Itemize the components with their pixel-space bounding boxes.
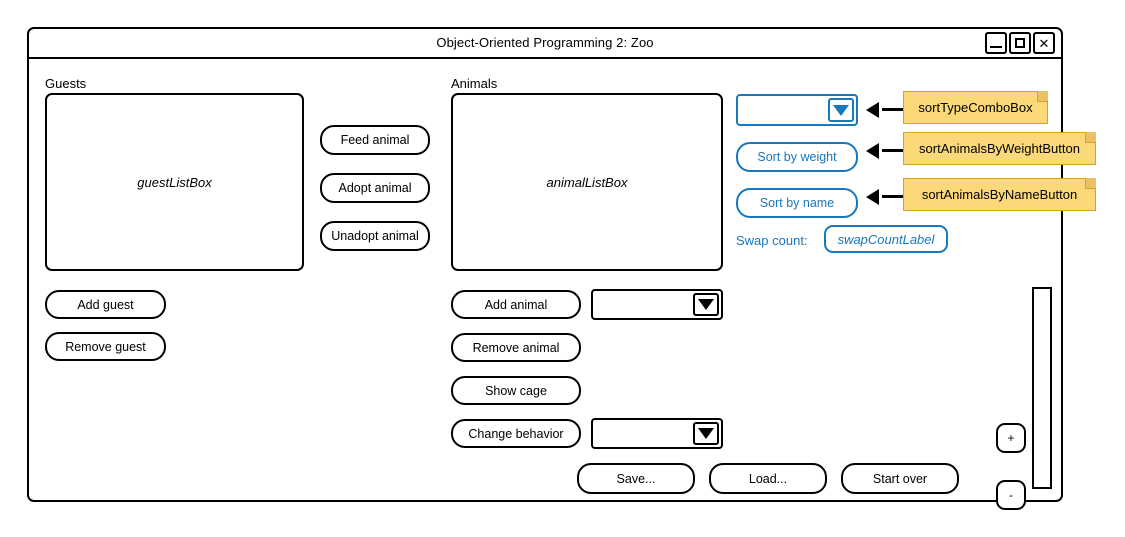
note-fold-corner xyxy=(1085,132,1096,143)
show-cage-button[interactable]: Show cage xyxy=(451,376,581,405)
chevron-down-icon xyxy=(833,104,849,116)
animal-list-box[interactable]: animalListBox xyxy=(451,93,723,271)
unadopt-animal-button[interactable]: Unadopt animal xyxy=(320,221,430,251)
annotation-sort-type-combobox: sortTypeComboBox xyxy=(903,91,1048,124)
animals-section-label: Animals xyxy=(451,76,498,91)
add-guest-button[interactable]: Add guest xyxy=(45,290,166,319)
remove-animal-button[interactable]: Remove animal xyxy=(451,333,581,362)
zoom-in-button[interactable]: + xyxy=(996,423,1026,453)
minimize-icon xyxy=(990,46,1002,48)
maximize-icon xyxy=(1015,38,1025,48)
remove-guest-button[interactable]: Remove guest xyxy=(45,332,166,361)
save-button[interactable]: Save... xyxy=(577,463,695,494)
add-animal-dropdown-arrow[interactable] xyxy=(693,293,719,316)
annotation-arrow-head xyxy=(866,189,879,205)
annotation-arrow-line xyxy=(882,149,906,152)
zoom-out-button[interactable]: - xyxy=(996,480,1026,510)
sort-type-combobox[interactable] xyxy=(736,94,858,126)
change-behavior-combobox[interactable] xyxy=(591,418,723,449)
annotation-sort-by-weight-button: sortAnimalsByWeightButton xyxy=(903,132,1096,165)
note-fold-corner xyxy=(1085,178,1096,189)
add-animal-type-combobox[interactable] xyxy=(591,289,723,320)
change-behavior-button[interactable]: Change behavior xyxy=(451,419,581,448)
adopt-animal-button[interactable]: Adopt animal xyxy=(320,173,430,203)
sort-animals-by-weight-button[interactable]: Sort by weight xyxy=(736,142,858,172)
start-over-button[interactable]: Start over xyxy=(841,463,959,494)
close-icon: ✕ xyxy=(1038,35,1050,51)
window-controls: ✕ xyxy=(985,32,1055,54)
application-window: Object-Oriented Programming 2: Zoo ✕ Gue… xyxy=(27,27,1063,510)
title-bar: Object-Oriented Programming 2: Zoo ✕ xyxy=(29,29,1061,59)
swap-count-value: swapCountLabel xyxy=(824,225,948,253)
annotation-arrow-line xyxy=(882,195,906,198)
add-animal-button[interactable]: Add animal xyxy=(451,290,581,319)
note-fold-corner xyxy=(1037,91,1048,102)
close-button[interactable]: ✕ xyxy=(1033,32,1055,54)
chevron-down-icon xyxy=(698,299,714,310)
vertical-scrollbar-track[interactable] xyxy=(1032,287,1052,489)
maximize-button[interactable] xyxy=(1009,32,1031,54)
annotation-arrow-line xyxy=(882,108,906,111)
guest-list-box[interactable]: guestListBox xyxy=(45,93,304,271)
window-title: Object-Oriented Programming 2: Zoo xyxy=(436,35,654,50)
annotation-text: sortAnimalsByNameButton xyxy=(921,187,1078,202)
sort-animals-by-name-button[interactable]: Sort by name xyxy=(736,188,858,218)
annotation-text: sortTypeComboBox xyxy=(918,100,1033,115)
sort-type-dropdown-arrow[interactable] xyxy=(828,98,854,122)
load-button[interactable]: Load... xyxy=(709,463,827,494)
guests-section-label: Guests xyxy=(45,76,87,91)
change-behavior-dropdown-arrow[interactable] xyxy=(693,422,719,445)
annotation-arrow-head xyxy=(866,143,879,159)
annotation-arrow-head xyxy=(866,102,879,118)
chevron-down-icon xyxy=(698,428,714,439)
annotation-sort-by-name-button: sortAnimalsByNameButton xyxy=(903,178,1096,211)
minimize-button[interactable] xyxy=(985,32,1007,54)
annotation-text: sortAnimalsByWeightButton xyxy=(919,141,1080,156)
feed-animal-button[interactable]: Feed animal xyxy=(320,125,430,155)
swap-count-label: Swap count: xyxy=(736,233,808,248)
